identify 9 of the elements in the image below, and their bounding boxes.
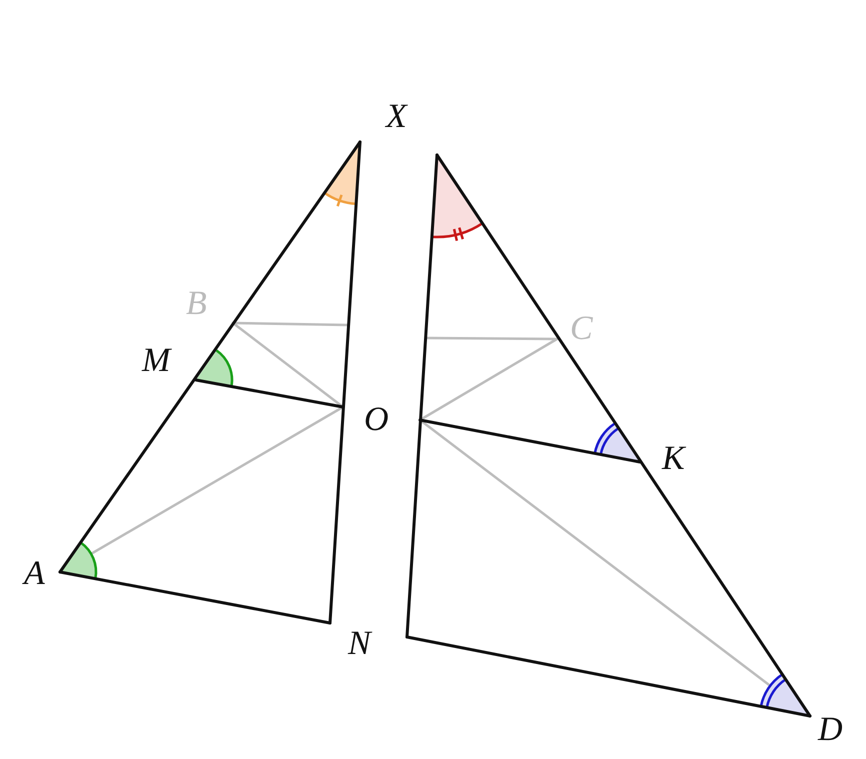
- point-label: M: [142, 344, 170, 378]
- point-label: A: [24, 557, 45, 591]
- point-label: X: [386, 100, 407, 134]
- point-label: D: [818, 713, 843, 747]
- point-label: N: [348, 627, 371, 661]
- point-label: C: [570, 312, 593, 346]
- point-label: O: [364, 403, 389, 437]
- point-label: B: [186, 287, 207, 321]
- point-label: K: [662, 442, 685, 476]
